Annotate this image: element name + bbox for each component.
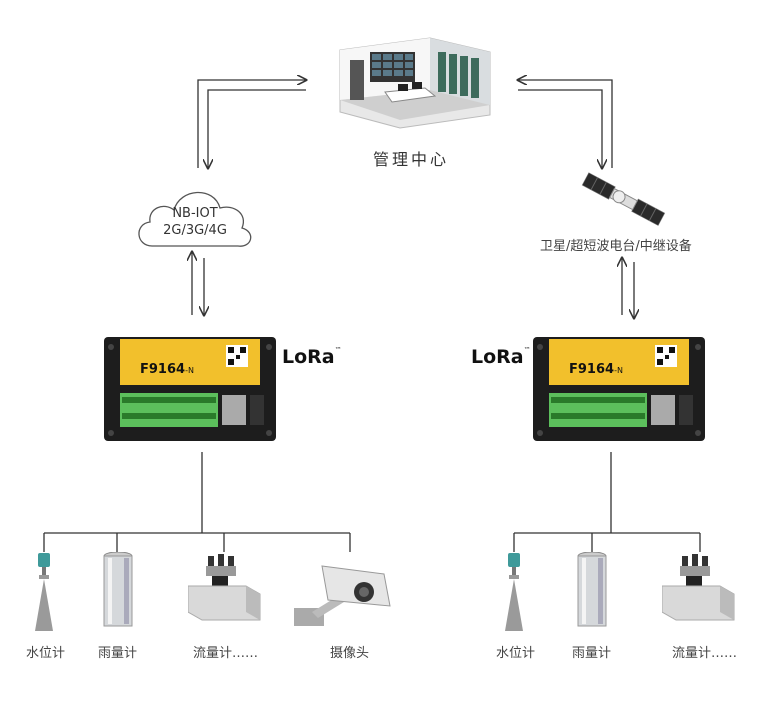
rtu-device-left: [104, 333, 276, 445]
center-label: 管理中心: [373, 150, 450, 169]
device-label-left: F9164-N: [140, 358, 194, 377]
lora-tm: ™: [523, 346, 531, 354]
arrow-center-to-sat: [518, 89, 602, 168]
lora-tm: ™: [334, 346, 342, 354]
cloud-line1: NB-IOT: [172, 206, 218, 221]
flow-meter-icon: [188, 554, 262, 626]
sensor-label-left-3: 流量计……: [193, 646, 259, 661]
lora-logo-right: LoRa™: [471, 346, 531, 368]
arrow-center-to-cloud: [208, 89, 306, 168]
device-model: F9164: [569, 362, 615, 377]
water-level-sensor-icon: [32, 553, 56, 633]
sensor-label-right-1: 水位计: [496, 646, 536, 661]
sensor-label-left-4: 摄像头: [330, 646, 370, 661]
camera-icon: [292, 556, 398, 630]
rtu-device-right: [533, 333, 705, 445]
control-room-image: [330, 30, 500, 130]
device-suffix: -N: [185, 366, 194, 375]
arrow-cloud-to-center: [197, 80, 306, 168]
sensor-label-left-1: 水位计: [26, 646, 66, 661]
rain-gauge-icon: [576, 552, 608, 628]
device-model: F9164: [140, 362, 186, 377]
water-level-sensor-icon: [502, 553, 526, 633]
lora-text: LoRa: [471, 346, 524, 368]
lora-text: LoRa: [282, 346, 335, 368]
sensor-label-right-2: 雨量计: [572, 646, 612, 661]
device-suffix: -N: [614, 366, 623, 375]
cloud-line2: 2G/3G/4G: [163, 223, 227, 238]
cloud-label: NB-IOT 2G/3G/4G: [148, 205, 242, 239]
flow-meter-icon: [662, 554, 736, 626]
rain-gauge-icon: [102, 552, 134, 628]
lora-logo-left: LoRa™: [282, 346, 342, 368]
device-label-right: F9164-N: [569, 358, 623, 377]
cloud-icon: [130, 178, 260, 253]
satellite-icon: [578, 170, 668, 230]
arrow-sat-to-center: [518, 80, 613, 168]
sensor-label-right-3: 流量计……: [672, 646, 738, 661]
satellite-label: 卫星/超短波电台/中继设备: [540, 239, 692, 254]
sensor-label-left-2: 雨量计: [98, 646, 138, 661]
